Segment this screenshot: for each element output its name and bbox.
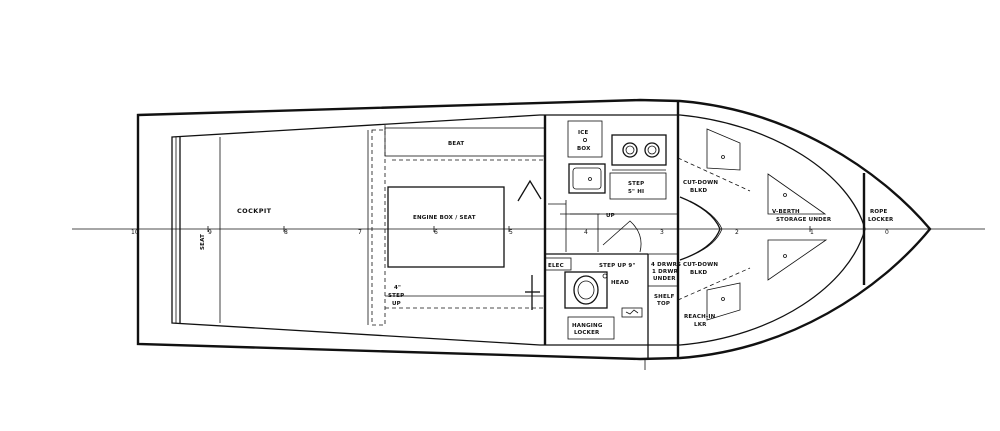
drawers-unit [647,253,679,287]
toilet-base [564,271,608,309]
engine-box-label: ENGINE BOX / SEAT [413,215,476,221]
companionway-chevron [517,179,542,202]
hull-inner-edge [171,114,866,346]
rope-locker-label-1: ROPE [870,209,888,215]
elec-panel [544,257,572,271]
hanging-locker-label-1: HANGING [572,323,603,329]
stove [611,134,667,166]
station-10: 10 [131,229,139,236]
elec-label: ELEC [548,263,564,269]
cockpit-label: COCKPIT [237,207,272,215]
head-label: HEAD [611,280,629,286]
v-berth-side-lower [706,282,741,321]
sink [568,163,606,194]
station-1: 1 [810,229,814,236]
drawers-label-3: UNDER [653,276,676,282]
ice-box [567,120,603,158]
step-5-label-2: 5" HI [628,189,644,195]
step-up-9-label: STEP UP 9" [599,263,636,269]
station-7: 7 [358,229,362,236]
reach-in-label-1: REACH-IN [684,314,716,320]
cut-down-lower-label-1: CUT-DOWN [683,262,718,268]
stove-burner-icon [622,142,660,158]
cut-down-upper-label-2: BLKD [690,188,708,194]
hanging-locker [567,316,615,340]
station-marks: 10 9 8 7 6 5 4 3 2 1 0 [131,226,889,236]
hanging-locker-label-2: LOCKER [574,330,600,336]
drawers-label-2: 1 DRWR [652,269,679,275]
station-6: 6 [434,229,438,236]
door-swing [602,220,642,253]
engine-box [387,186,505,268]
v-berth-label-1: V-BERTH [772,209,800,215]
toilet-icon [573,275,599,305]
v-berth-side-upper [706,128,741,171]
step-5-label-1: STEP [628,181,644,187]
up-label-right: UP [606,213,615,219]
cut-down-upper-label-1: CUT-DOWN [683,180,718,186]
cockpit-dashed-boundary [371,129,386,326]
step-up-4-up: UP [392,301,401,307]
station-4: 4 [584,229,588,236]
cut-down-lower-label-2: BLKD [690,270,708,276]
v-berth-cushion-upper [767,173,827,215]
station-8: 8 [284,229,288,236]
shelf-top-label-2: TOP [657,301,670,307]
hull-outline [136,98,932,361]
station-2: 2 [735,229,739,236]
shelf-top-label-1: SHELF [654,294,675,300]
station-5: 5 [509,229,513,236]
step-up-4-num: 4" [394,285,401,291]
step-5-box [609,172,667,200]
rope-locker-label-2: LOCKER [868,217,894,223]
station-3: 3 [660,229,664,236]
beat-label: BEAT [448,141,464,147]
seat-label: SEAT [200,234,206,250]
station-9: 9 [208,229,212,236]
v-berth-label-2: STORAGE UNDER [776,217,832,223]
helm-control-icon [525,275,540,310]
ice-box-label-1: ICE [578,130,588,136]
beat-seat [384,127,546,157]
sink-drain-icon [588,177,592,181]
hanging-rod [621,307,643,318]
ice-box-label-2: BOX [577,146,591,152]
step-up-4-step: STEP [388,293,404,299]
station-0: 0 [885,229,889,236]
drawers-label-1: 4 DRWRS [651,262,681,268]
reach-in-label-2: LKR [694,322,707,328]
v-berth-cushion-lower [767,239,828,281]
